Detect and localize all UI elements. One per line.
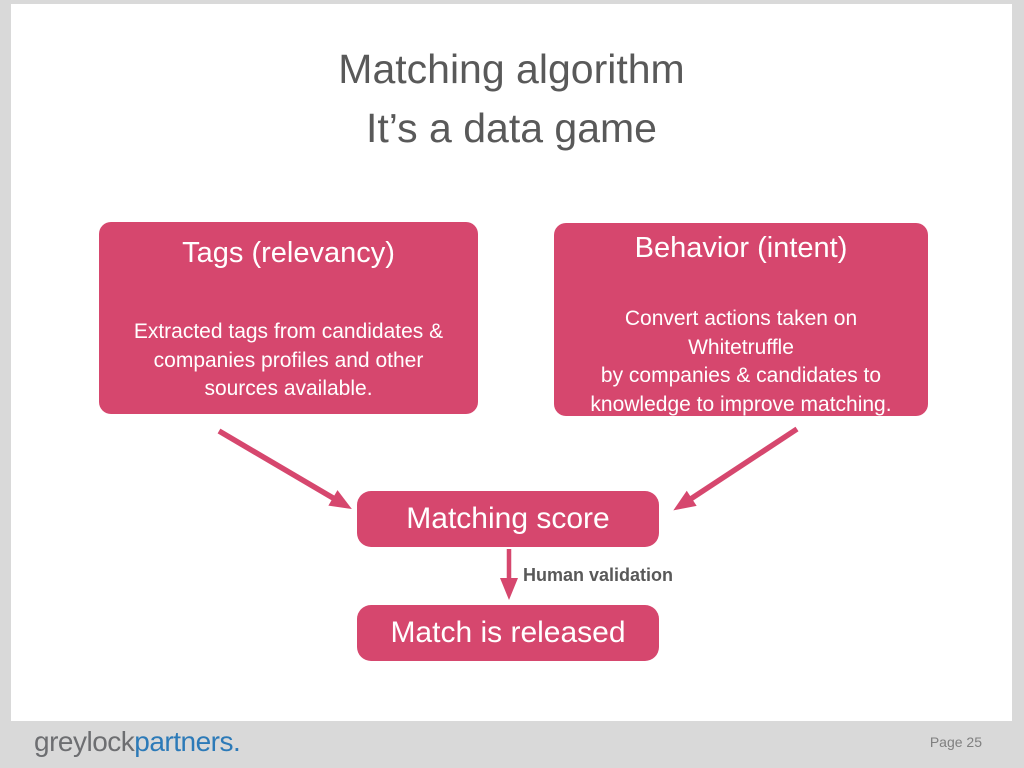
page-number: Page 25 [929,734,982,750]
node-tags-body-line: sources available. [204,377,373,400]
node-tags-body-line: companies profiles and other [153,348,424,372]
node-tags-title: Tags (relevancy) [182,237,395,269]
node-behavior-body-line: by companies & candidates to [600,364,882,387]
node-match-released-label: Match is released [390,616,626,649]
node-match-released: Match is released [357,605,659,661]
node-matching-score: Matching score [357,491,659,547]
node-behavior-body-line: Convert actions taken on [624,307,858,330]
node-behavior-intent: Behavior (intent) Convert actions taken … [554,223,928,416]
node-behavior-body-line: knowledge to improve matching. [590,392,892,416]
slide-title-line1: Matching algorithm [338,46,685,92]
logo-text-greylock: greylock [34,726,135,757]
node-tags-relevancy: Tags (relevancy) Extracted tags from can… [99,222,478,414]
node-matching-score-label: Matching score [406,502,610,535]
slide-title: Matching algorithm It’s a data game [11,40,1012,158]
node-tags-body-line: Extracted tags from candidates & [133,320,444,343]
slide-title-line2: It’s a data game [366,105,657,151]
logo-text-partners: partners. [134,726,241,757]
node-behavior-title: Behavior (intent) [634,232,848,264]
human-validation-label: Human validation [523,565,674,585]
node-tags-body: Extracted tags from candidates & compani… [99,318,478,404]
node-behavior-body-line: Whitetruffle [688,335,794,359]
greylock-partners-logo: greylockpartners. [34,726,241,758]
node-behavior-body: Convert actions taken on Whitetruffle by… [554,305,928,416]
